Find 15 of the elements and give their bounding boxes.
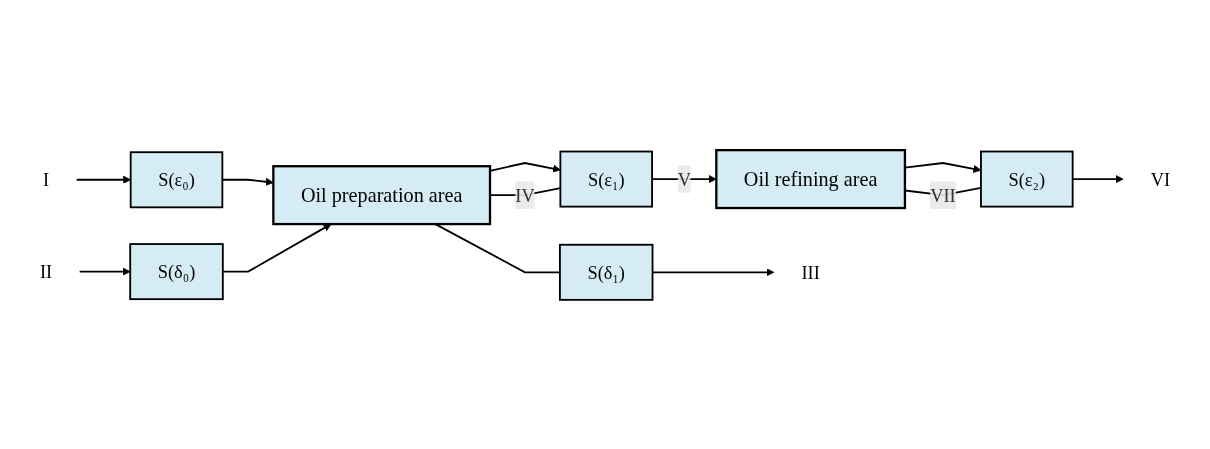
node-text: I [42,169,50,190]
node-box: Oil refining area [715,148,907,209]
node-box: S(ε₁) [559,150,653,208]
arrow [78,267,131,276]
node-text: II [39,261,53,282]
node-box: Oil preparation area [272,164,492,225]
edge-label: IV [515,184,535,205]
node-box: S(ε₀) [129,150,224,208]
node-text: III [801,261,820,282]
node-text: VI [1150,168,1171,189]
edge-label: V [677,168,692,189]
node-box: S(δ₁) [559,243,654,301]
node-box: S(ε₂) [980,150,1074,208]
node-box: S(δ₀) [129,242,224,300]
edge-label: VII [930,184,956,205]
